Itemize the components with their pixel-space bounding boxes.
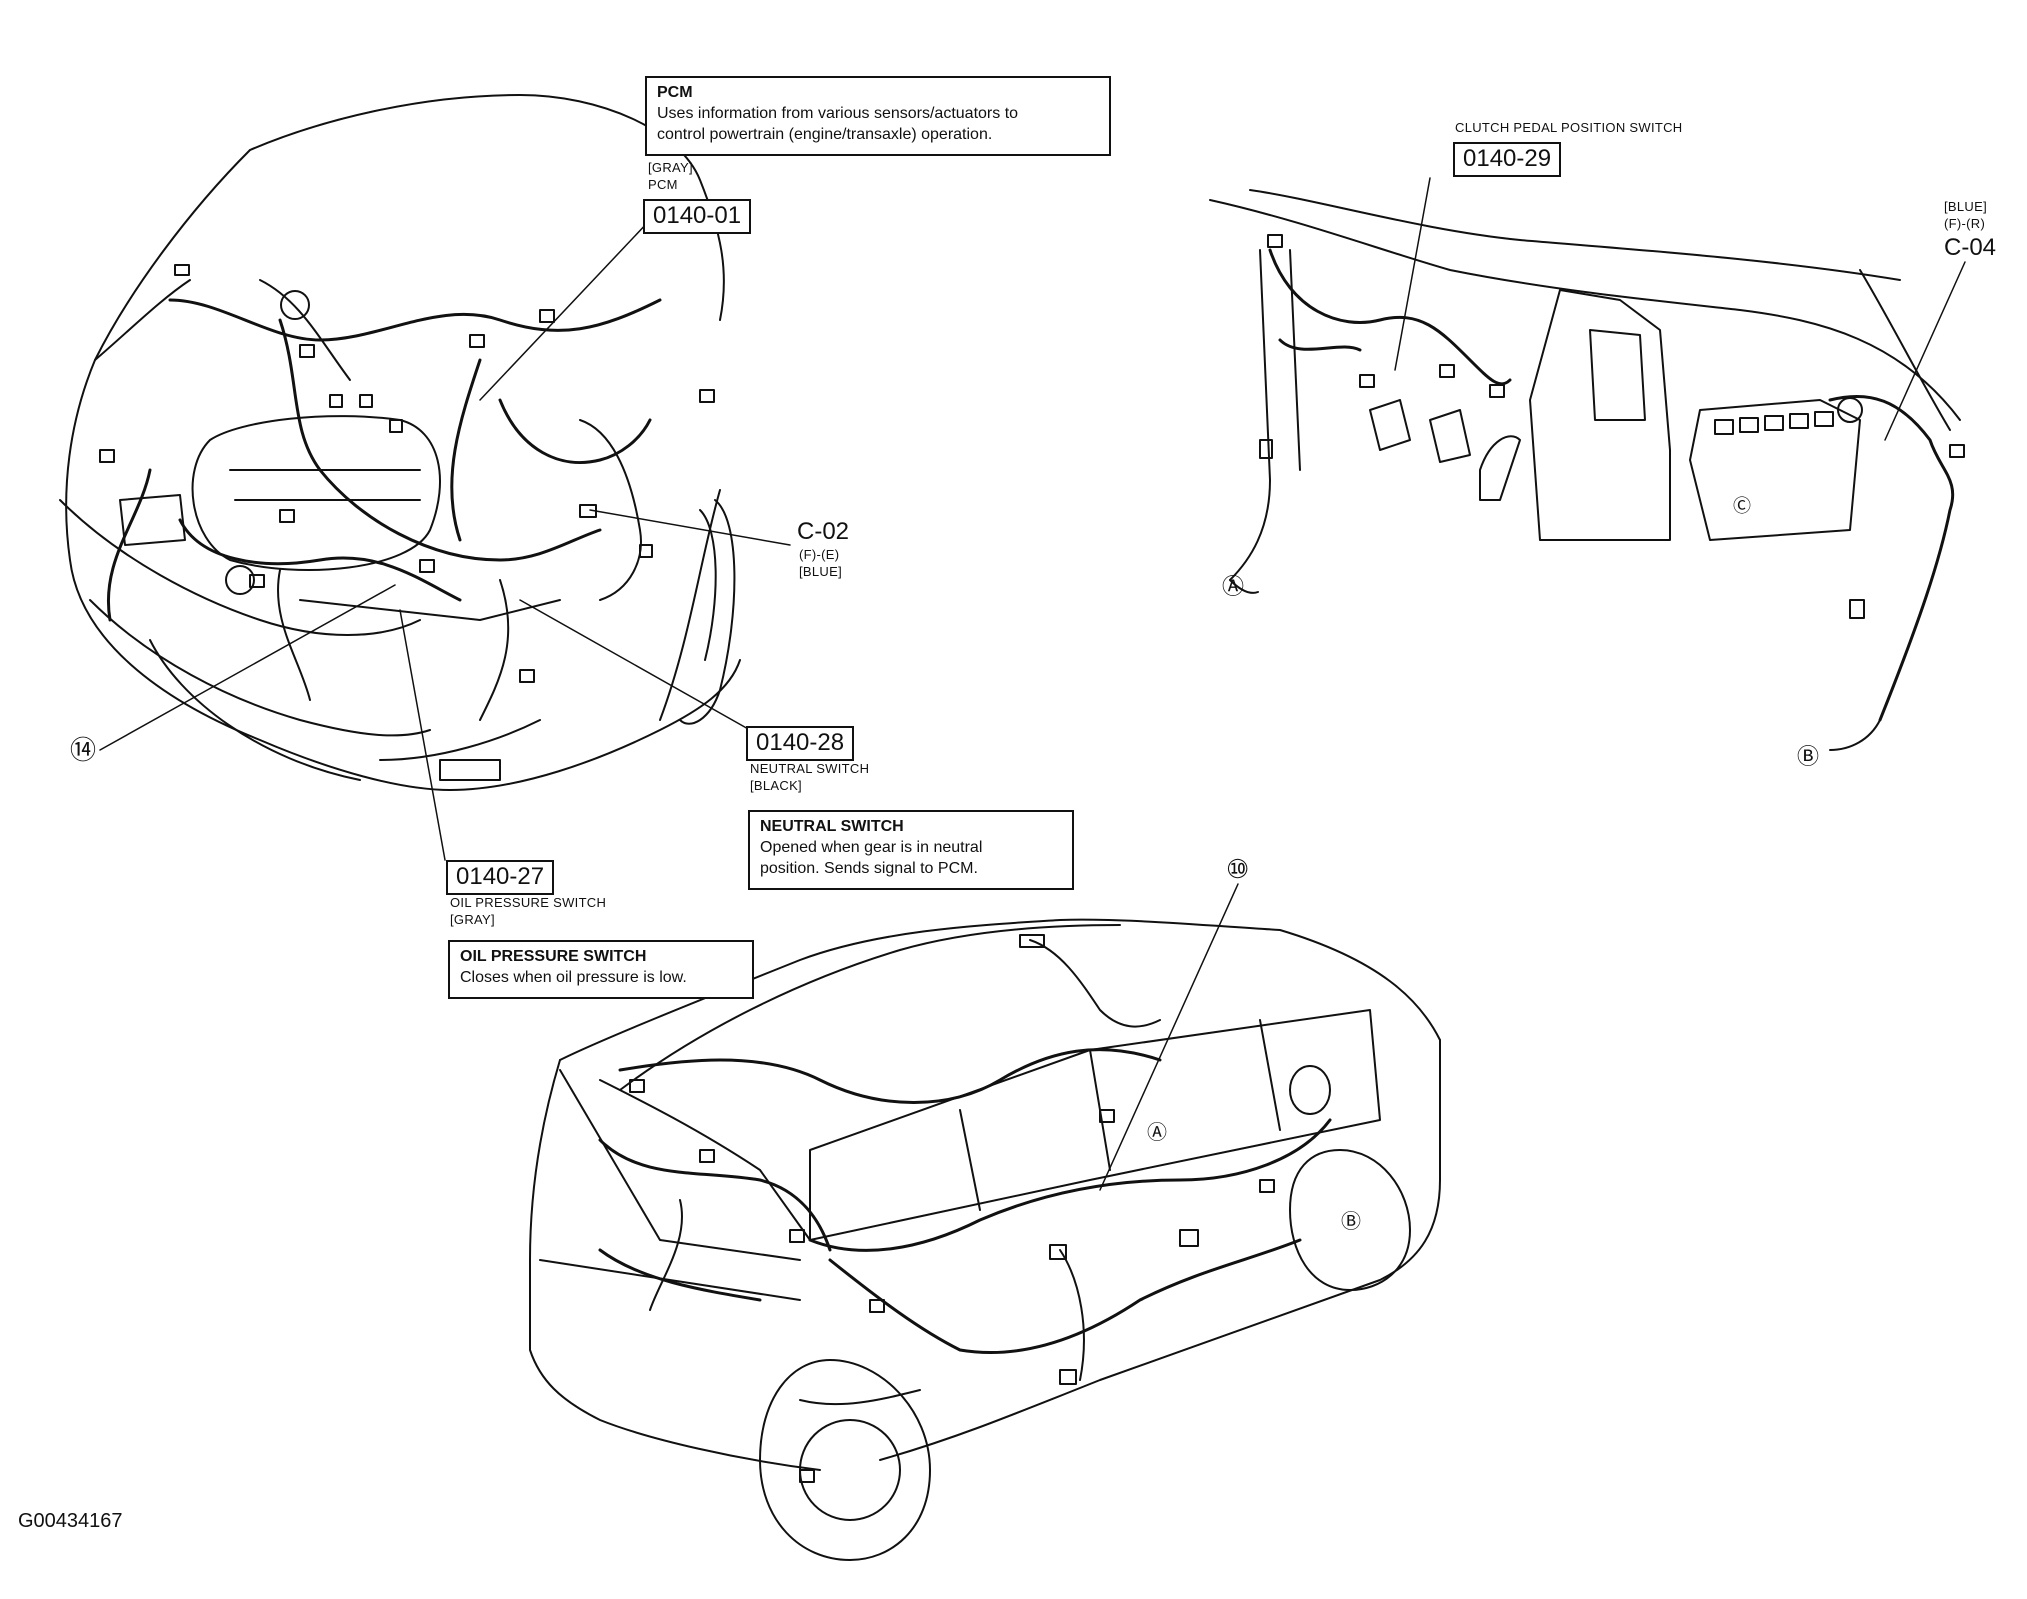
c04-connector-code: C-04	[1944, 234, 1997, 261]
marker-b-dashboard: Ⓑ	[1797, 744, 1820, 769]
neutral-switch-name-label: NEUTRAL SWITCH	[750, 761, 870, 776]
dashboard-view	[1209, 177, 1966, 751]
marker-c-dashboard: Ⓒ	[1733, 496, 1751, 516]
neutral-switch-callout-title: NEUTRAL SWITCH	[760, 818, 904, 835]
c02-pins-label: (F)-(E)	[799, 547, 840, 562]
marker-14: ⑭	[70, 735, 97, 765]
c02-connector-code: C-02	[797, 518, 850, 545]
marker-a-body: Ⓐ	[1147, 1122, 1167, 1144]
marker-10: ⑩	[1226, 854, 1250, 884]
oil-pressure-switch-callout-text: Closes when oil pressure is low.	[460, 969, 687, 986]
figure-id: G00434167	[18, 1510, 123, 1532]
c04-color-label: [BLUE]	[1944, 199, 1987, 214]
oil-pressure-switch-callout: OIL PRESSURE SWITCH Closes when oil pres…	[448, 940, 754, 999]
oil-pressure-switch-code-label: 0140-27	[446, 860, 555, 895]
oil-pressure-switch-color-label: [GRAY]	[450, 912, 495, 927]
clutch-switch-name-label: CLUTCH PEDAL POSITION SWITCH	[1455, 120, 1683, 135]
pcm-callout: PCM Uses information from various sensor…	[645, 76, 1111, 156]
neutral-switch-callout-text: Opened when gear is in neutral position.…	[760, 839, 983, 877]
pcm-name-label: PCM	[648, 177, 678, 192]
marker-a-dashboard: Ⓐ	[1222, 574, 1245, 599]
neutral-switch-color-label: [BLACK]	[750, 778, 802, 793]
marker-b-body: Ⓑ	[1341, 1211, 1361, 1233]
clutch-switch-code-label: 0140-29	[1453, 142, 1562, 177]
vehicle-body-view	[529, 883, 1441, 1561]
pcm-callout-title: PCM	[657, 84, 693, 101]
oil-pressure-switch-name-label: OIL PRESSURE SWITCH	[450, 895, 607, 910]
pcm-code-label: 0140-01	[643, 199, 752, 234]
pcm-callout-text: Uses information from various sensors/ac…	[657, 105, 1019, 143]
oil-pressure-switch-callout-title: OIL PRESSURE SWITCH	[460, 948, 647, 965]
c04-pins-label: (F)-(R)	[1944, 216, 1986, 231]
engine-compartment-view	[59, 94, 791, 861]
neutral-switch-code-label: 0140-28	[746, 726, 855, 761]
pcm-color-label: [GRAY]	[648, 160, 693, 175]
c02-color-label: [BLUE]	[799, 564, 842, 579]
neutral-switch-callout: NEUTRAL SWITCH Opened when gear is in ne…	[748, 810, 1074, 890]
